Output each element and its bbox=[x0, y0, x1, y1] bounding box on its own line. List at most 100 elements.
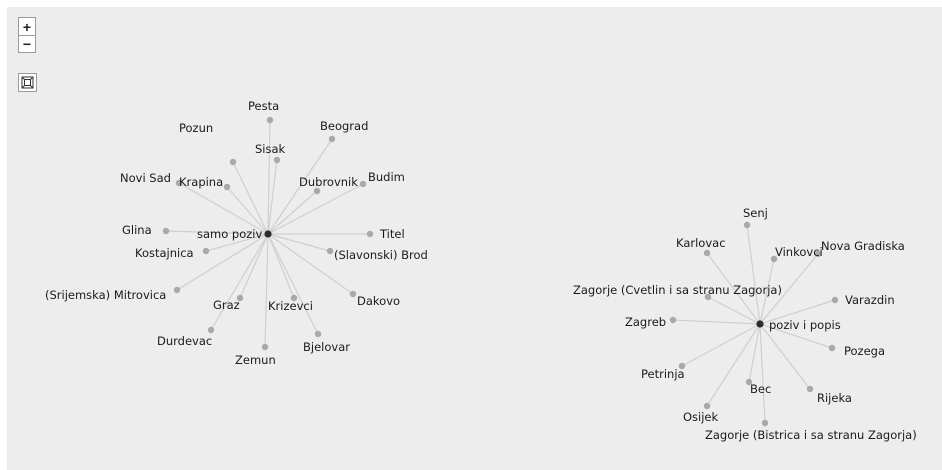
edge-samo-poziv-krizevci bbox=[267, 233, 295, 299]
hub-node-samo-poziv[interactable] bbox=[264, 230, 272, 238]
label-dubrovnik: Dubrovnik bbox=[299, 175, 358, 189]
node-novi-sad[interactable] bbox=[175, 179, 183, 187]
edge-poziv-i-popis-pozega bbox=[759, 323, 833, 349]
node-karlovac[interactable] bbox=[703, 249, 711, 257]
node-krizevci[interactable] bbox=[290, 294, 298, 302]
node-dakovo[interactable] bbox=[349, 290, 357, 298]
node-zagorje-cvetlin-i-sa-stranu-zagorja[interactable] bbox=[704, 293, 712, 301]
node-osijek[interactable] bbox=[703, 402, 711, 410]
edge-poziv-i-popis-zagorje-cvetlin-i-sa-stranu-zagorja bbox=[707, 296, 761, 325]
edge-samo-poziv-dakovo bbox=[267, 233, 354, 295]
edge-poziv-i-popis-zagorje-bistrica-i-sa-stranu-zagorja bbox=[759, 323, 766, 424]
label-krapina: Krapina bbox=[179, 175, 223, 189]
node-zagreb[interactable] bbox=[669, 316, 677, 324]
label-zemun: Zemun bbox=[235, 353, 276, 367]
label-graz: Graz bbox=[213, 298, 240, 312]
label-sisak: Sisak bbox=[255, 142, 286, 156]
node-srijemska-mitrovica[interactable] bbox=[173, 286, 181, 294]
edge-samo-poziv-krapina bbox=[226, 186, 269, 235]
node-varazdin[interactable] bbox=[831, 296, 839, 304]
label-petrinja: Petrinja bbox=[641, 367, 685, 381]
edge-samo-poziv-srijemska-mitrovica bbox=[176, 233, 269, 291]
hub-label-samo-poziv: samo poziv bbox=[197, 227, 262, 241]
edge-samo-poziv-sisak bbox=[267, 159, 278, 235]
label-bec: Bec bbox=[750, 382, 771, 396]
label-nova-gradiska: Nova Gradiska bbox=[821, 239, 905, 253]
edge-poziv-i-popis-nova-gradiska bbox=[759, 253, 819, 325]
node-bjelovar[interactable] bbox=[314, 330, 322, 338]
node-zagorje-bistrica-i-sa-stranu-zagorja[interactable] bbox=[761, 419, 769, 427]
label-varazdin: Varazdin bbox=[845, 293, 895, 307]
label-zagorje-cvetlin-i-sa-stranu-zagorja: Zagorje (Cvetlin i sa stranu Zagorja) bbox=[573, 283, 782, 297]
edge-poziv-i-popis-rijeka bbox=[759, 323, 811, 390]
edge-samo-poziv-beograd bbox=[267, 138, 333, 235]
fit-to-screen-icon bbox=[21, 76, 34, 89]
node-kostajnica[interactable] bbox=[202, 247, 210, 255]
fit-to-screen-button[interactable] bbox=[18, 73, 37, 92]
edge-poziv-i-popis-karlovac bbox=[706, 252, 761, 325]
edge-poziv-i-popis-bec bbox=[748, 323, 761, 383]
edge-samo-poziv-kostajnica bbox=[205, 233, 269, 252]
node-beograd[interactable] bbox=[328, 135, 336, 143]
label-beograd: Beograd bbox=[320, 119, 368, 133]
node-zemun[interactable] bbox=[261, 343, 269, 351]
node-titel[interactable] bbox=[366, 230, 374, 238]
label-pozun: Pozun bbox=[179, 121, 213, 135]
zoom-in-button[interactable]: + bbox=[18, 17, 36, 35]
edge-samo-poziv-durdevac bbox=[210, 233, 269, 331]
label-zagorje-bistrica-i-sa-stranu-zagorja: Zagorje (Bistrica i sa stranu Zagorja) bbox=[705, 428, 917, 442]
node-dubrovnik[interactable] bbox=[313, 187, 321, 195]
node-slavonski-brod[interactable] bbox=[326, 247, 334, 255]
label-zagreb: Zagreb bbox=[625, 315, 666, 329]
label-bjelovar: Bjelovar bbox=[303, 340, 350, 354]
label-durdevac: Durdevac bbox=[157, 334, 212, 348]
edge-samo-poziv-slavonski-brod bbox=[267, 233, 331, 252]
node-rijeka[interactable] bbox=[806, 385, 814, 393]
node-pesta[interactable] bbox=[266, 116, 274, 124]
edge-samo-poziv-glina bbox=[165, 230, 269, 235]
edge-samo-poziv-bjelovar bbox=[267, 233, 319, 335]
node-durdevac[interactable] bbox=[207, 326, 215, 334]
label-vinkovci: Vinkovci bbox=[775, 245, 823, 259]
label-titel: Titel bbox=[379, 227, 405, 241]
node-pozun[interactable] bbox=[229, 158, 237, 166]
node-nova-gradiska[interactable] bbox=[814, 250, 822, 258]
edge-poziv-i-popis-senj bbox=[746, 224, 761, 325]
edge-samo-poziv-novi-sad bbox=[178, 182, 269, 235]
label-slavonski-brod: (Slavonski) Brod bbox=[334, 248, 428, 262]
node-krapina[interactable] bbox=[223, 183, 231, 191]
zoom-out-button[interactable]: − bbox=[18, 35, 36, 53]
label-dakovo: Dakovo bbox=[357, 294, 400, 308]
edge-samo-poziv-pesta bbox=[267, 119, 271, 235]
node-pozega[interactable] bbox=[828, 344, 836, 352]
edge-samo-poziv-budim bbox=[267, 183, 364, 235]
label-pozega: Pozega bbox=[844, 344, 885, 358]
edge-poziv-i-popis-varazdin bbox=[759, 299, 836, 325]
node-vinkovci[interactable] bbox=[770, 255, 778, 263]
node-bec[interactable] bbox=[745, 378, 753, 386]
label-rijeka: Rijeka bbox=[817, 391, 852, 405]
node-graz[interactable] bbox=[236, 294, 244, 302]
node-sisak[interactable] bbox=[273, 156, 281, 164]
edge-poziv-i-popis-osijek bbox=[706, 323, 761, 407]
node-petrinja[interactable] bbox=[678, 362, 686, 370]
edge-samo-poziv-pozun bbox=[232, 161, 269, 235]
label-budim: Budim bbox=[368, 170, 405, 184]
nodes-layer bbox=[162, 116, 839, 427]
label-osijek: Osijek bbox=[683, 410, 719, 424]
edge-poziv-i-popis-zagreb bbox=[672, 319, 761, 325]
node-senj[interactable] bbox=[743, 221, 751, 229]
edge-poziv-i-popis-petrinja bbox=[681, 323, 761, 367]
label-senj: Senj bbox=[743, 206, 768, 220]
hub-node-poziv-i-popis[interactable] bbox=[756, 320, 764, 328]
edge-samo-poziv-graz bbox=[239, 233, 269, 299]
node-glina[interactable] bbox=[162, 227, 170, 235]
edges-layer bbox=[165, 119, 836, 424]
node-budim[interactable] bbox=[359, 180, 367, 188]
edge-poziv-i-popis-vinkovci bbox=[759, 258, 775, 325]
label-pesta: Pesta bbox=[248, 99, 279, 113]
hub-label-poziv-i-popis: poziv i popis bbox=[769, 318, 841, 332]
